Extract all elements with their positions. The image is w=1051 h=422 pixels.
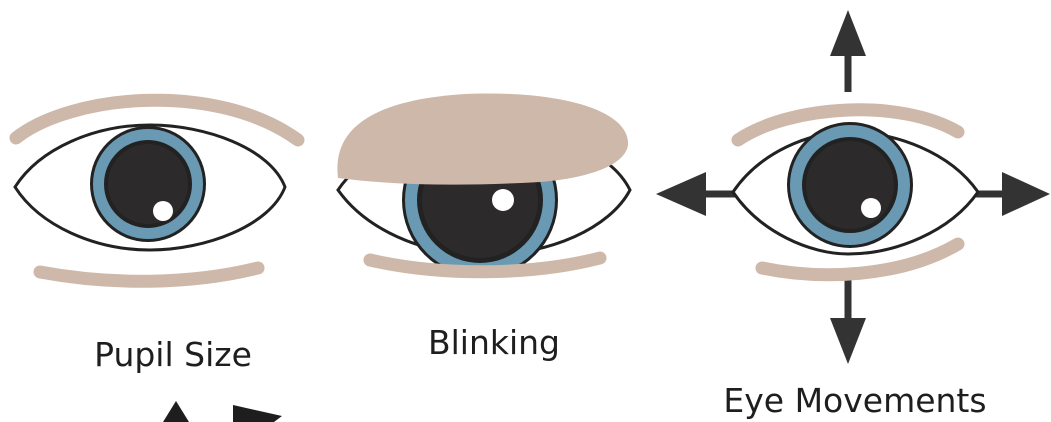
arrow-left-icon	[656, 172, 740, 216]
pupil-size-panel: Pupil Size	[9, 93, 305, 374]
highlight	[492, 189, 514, 211]
eye-movements-eye-icon	[731, 122, 980, 256]
pupil	[108, 144, 188, 224]
pupil-size-eye-icon	[13, 123, 287, 252]
highlight	[861, 198, 881, 218]
pupil	[806, 141, 894, 229]
lower-eyelid	[363, 251, 607, 279]
arrow-up-icon	[830, 10, 866, 92]
blinking-label: Blinking	[428, 323, 560, 362]
upper-eyebrow	[731, 103, 965, 147]
cropped-triangle-icon	[163, 401, 189, 422]
pupil-size-label: Pupil Size	[94, 335, 252, 374]
highlight	[153, 201, 173, 221]
eye-movements-label: Eye Movements	[723, 381, 986, 420]
cropped-wedge-icon	[233, 405, 282, 422]
eye-movements-panel: Eye Movements	[656, 10, 1050, 420]
lower-eyelid	[33, 261, 265, 288]
lower-eyelid	[755, 237, 965, 282]
cropped-shapes	[163, 401, 282, 422]
upper-eyebrow	[9, 93, 305, 147]
closing-eyelid-icon	[337, 93, 629, 185]
blinking-panel: Blinking	[336, 93, 632, 362]
arrow-down-icon	[830, 280, 866, 364]
